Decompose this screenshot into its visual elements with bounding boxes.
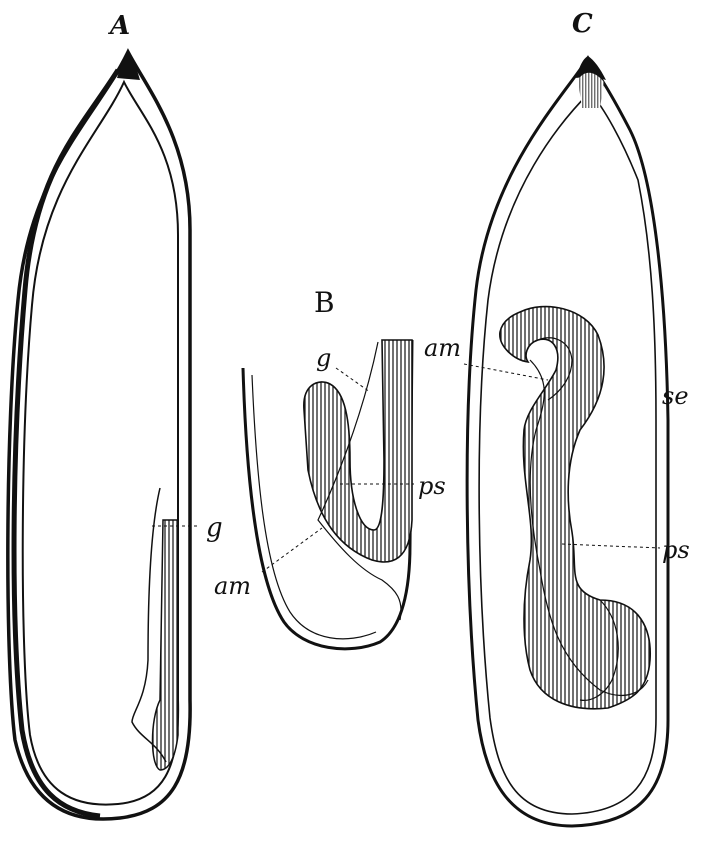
panel-c-amnion [529,359,649,697]
panel-b-am-callout: am [214,572,251,600]
panel-a-egg [6,48,192,821]
panel-a-tip [117,50,140,80]
panel-b-egg-section [241,339,414,651]
panel-c-ps-leader [561,543,661,549]
panel-a-shell-outer [6,48,192,821]
panel-b-germ-band [303,339,413,563]
panel-a-label: A [107,11,130,41]
panel-c-am-leader [463,363,549,381]
panel-b-membrane [251,374,377,640]
panel-a-g-callout: g [206,513,223,543]
panel-c-ps-callout: ps [662,536,690,564]
panel-c-amnion-inner-curl [537,337,573,401]
panel-c-germ-band [499,305,651,710]
panel-a-shell-dark-edge [11,68,121,819]
panel-b-shell [241,339,414,651]
panel-b-g-leader [335,367,371,393]
panel-b-ps-callout: ps [418,472,446,500]
panel-c-shell-outer [465,55,670,828]
panel-c-shell-inner [478,90,657,815]
panel-b-label: B [314,286,335,319]
panel-c-egg [465,55,670,828]
panel-a-amnion-fold [131,487,167,763]
panel-a-germ-band [151,519,179,771]
panel-b-g-callout: g [316,344,331,372]
panel-c-label: C [572,9,593,39]
panel-c-tip [576,56,606,80]
panel-c-se-callout: se [662,382,689,410]
panel-c-tip-shade [578,72,604,108]
panel-c-am-callout: am [424,334,461,362]
panel-b-amnion [317,341,402,621]
panel-b-am-leader [261,527,323,573]
panel-c-tail-fold [579,599,619,701]
panel-a-shell-inner [21,79,180,806]
